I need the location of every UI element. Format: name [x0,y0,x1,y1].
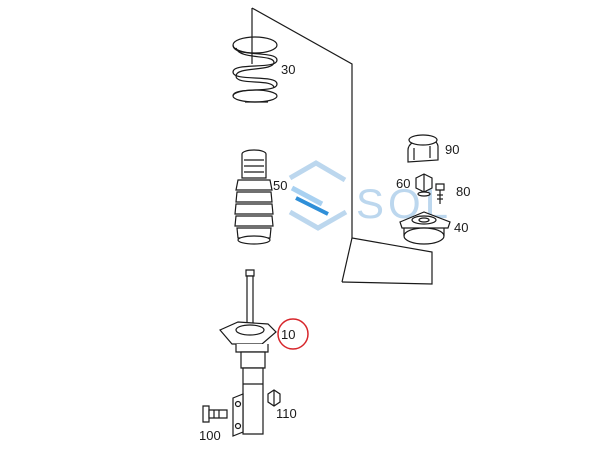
sol-watermark-logo-icon [288,160,348,231]
highlight-circle [277,318,309,350]
coil-spring [233,37,277,102]
callout-10-label: 10 [281,327,295,342]
strut-top-mount [400,212,450,244]
bracket-nut [268,390,280,406]
callout-80-label: 80 [456,184,470,199]
top-nut [416,174,432,196]
callout-10-highlight: 10 [277,318,309,350]
mount-bolt [436,184,444,204]
callout-30-label: 30 [281,62,295,77]
callout-50-label: 50 [273,178,287,193]
bump-stop-dust-boot [235,150,273,244]
callout-110-label: 110 [276,406,297,421]
strut-cap [408,135,438,162]
shock-absorber-strut [220,270,276,436]
callout-40-label: 40 [454,220,468,235]
callout-90-label: 90 [445,142,459,157]
bracket-bolt [203,406,227,422]
callout-100-label: 100 [199,428,221,443]
assembly-group-outline [252,8,432,284]
callout-60-label: 60 [396,176,410,191]
